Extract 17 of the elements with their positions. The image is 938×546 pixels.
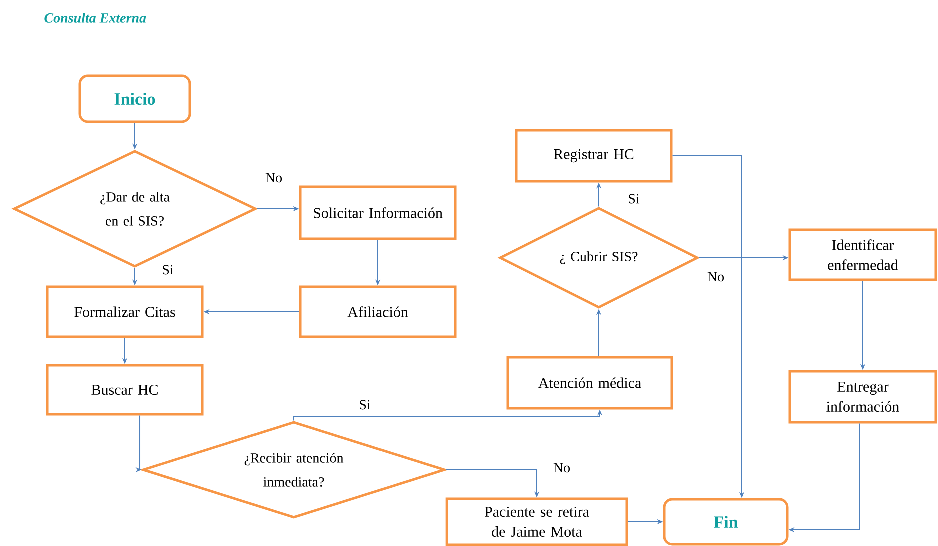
edge-label: Si [358,399,372,411]
process-box: Buscar HC [46,364,204,416]
process-box: Identificar enfermedad [788,228,938,282]
edge-label: Si [627,193,641,205]
title: Consulta Externa [44,13,146,23]
process-box: Afiliación [299,286,457,338]
terminal-box: Fin [663,498,789,546]
process-box: Atención médica [506,356,674,410]
terminal-box: Inicio [78,74,192,124]
process-box: Paciente se retira de Jaime Mota [446,498,628,546]
process-box: Formalizar Citas [46,286,204,338]
edge-label: No [552,462,572,474]
edge-label: No [264,172,284,184]
process-box: Solicitar Información [299,186,457,240]
edge-label: No [706,271,726,283]
process-box: Entregar información [788,370,938,424]
process-box: Registrar HC [515,129,673,183]
